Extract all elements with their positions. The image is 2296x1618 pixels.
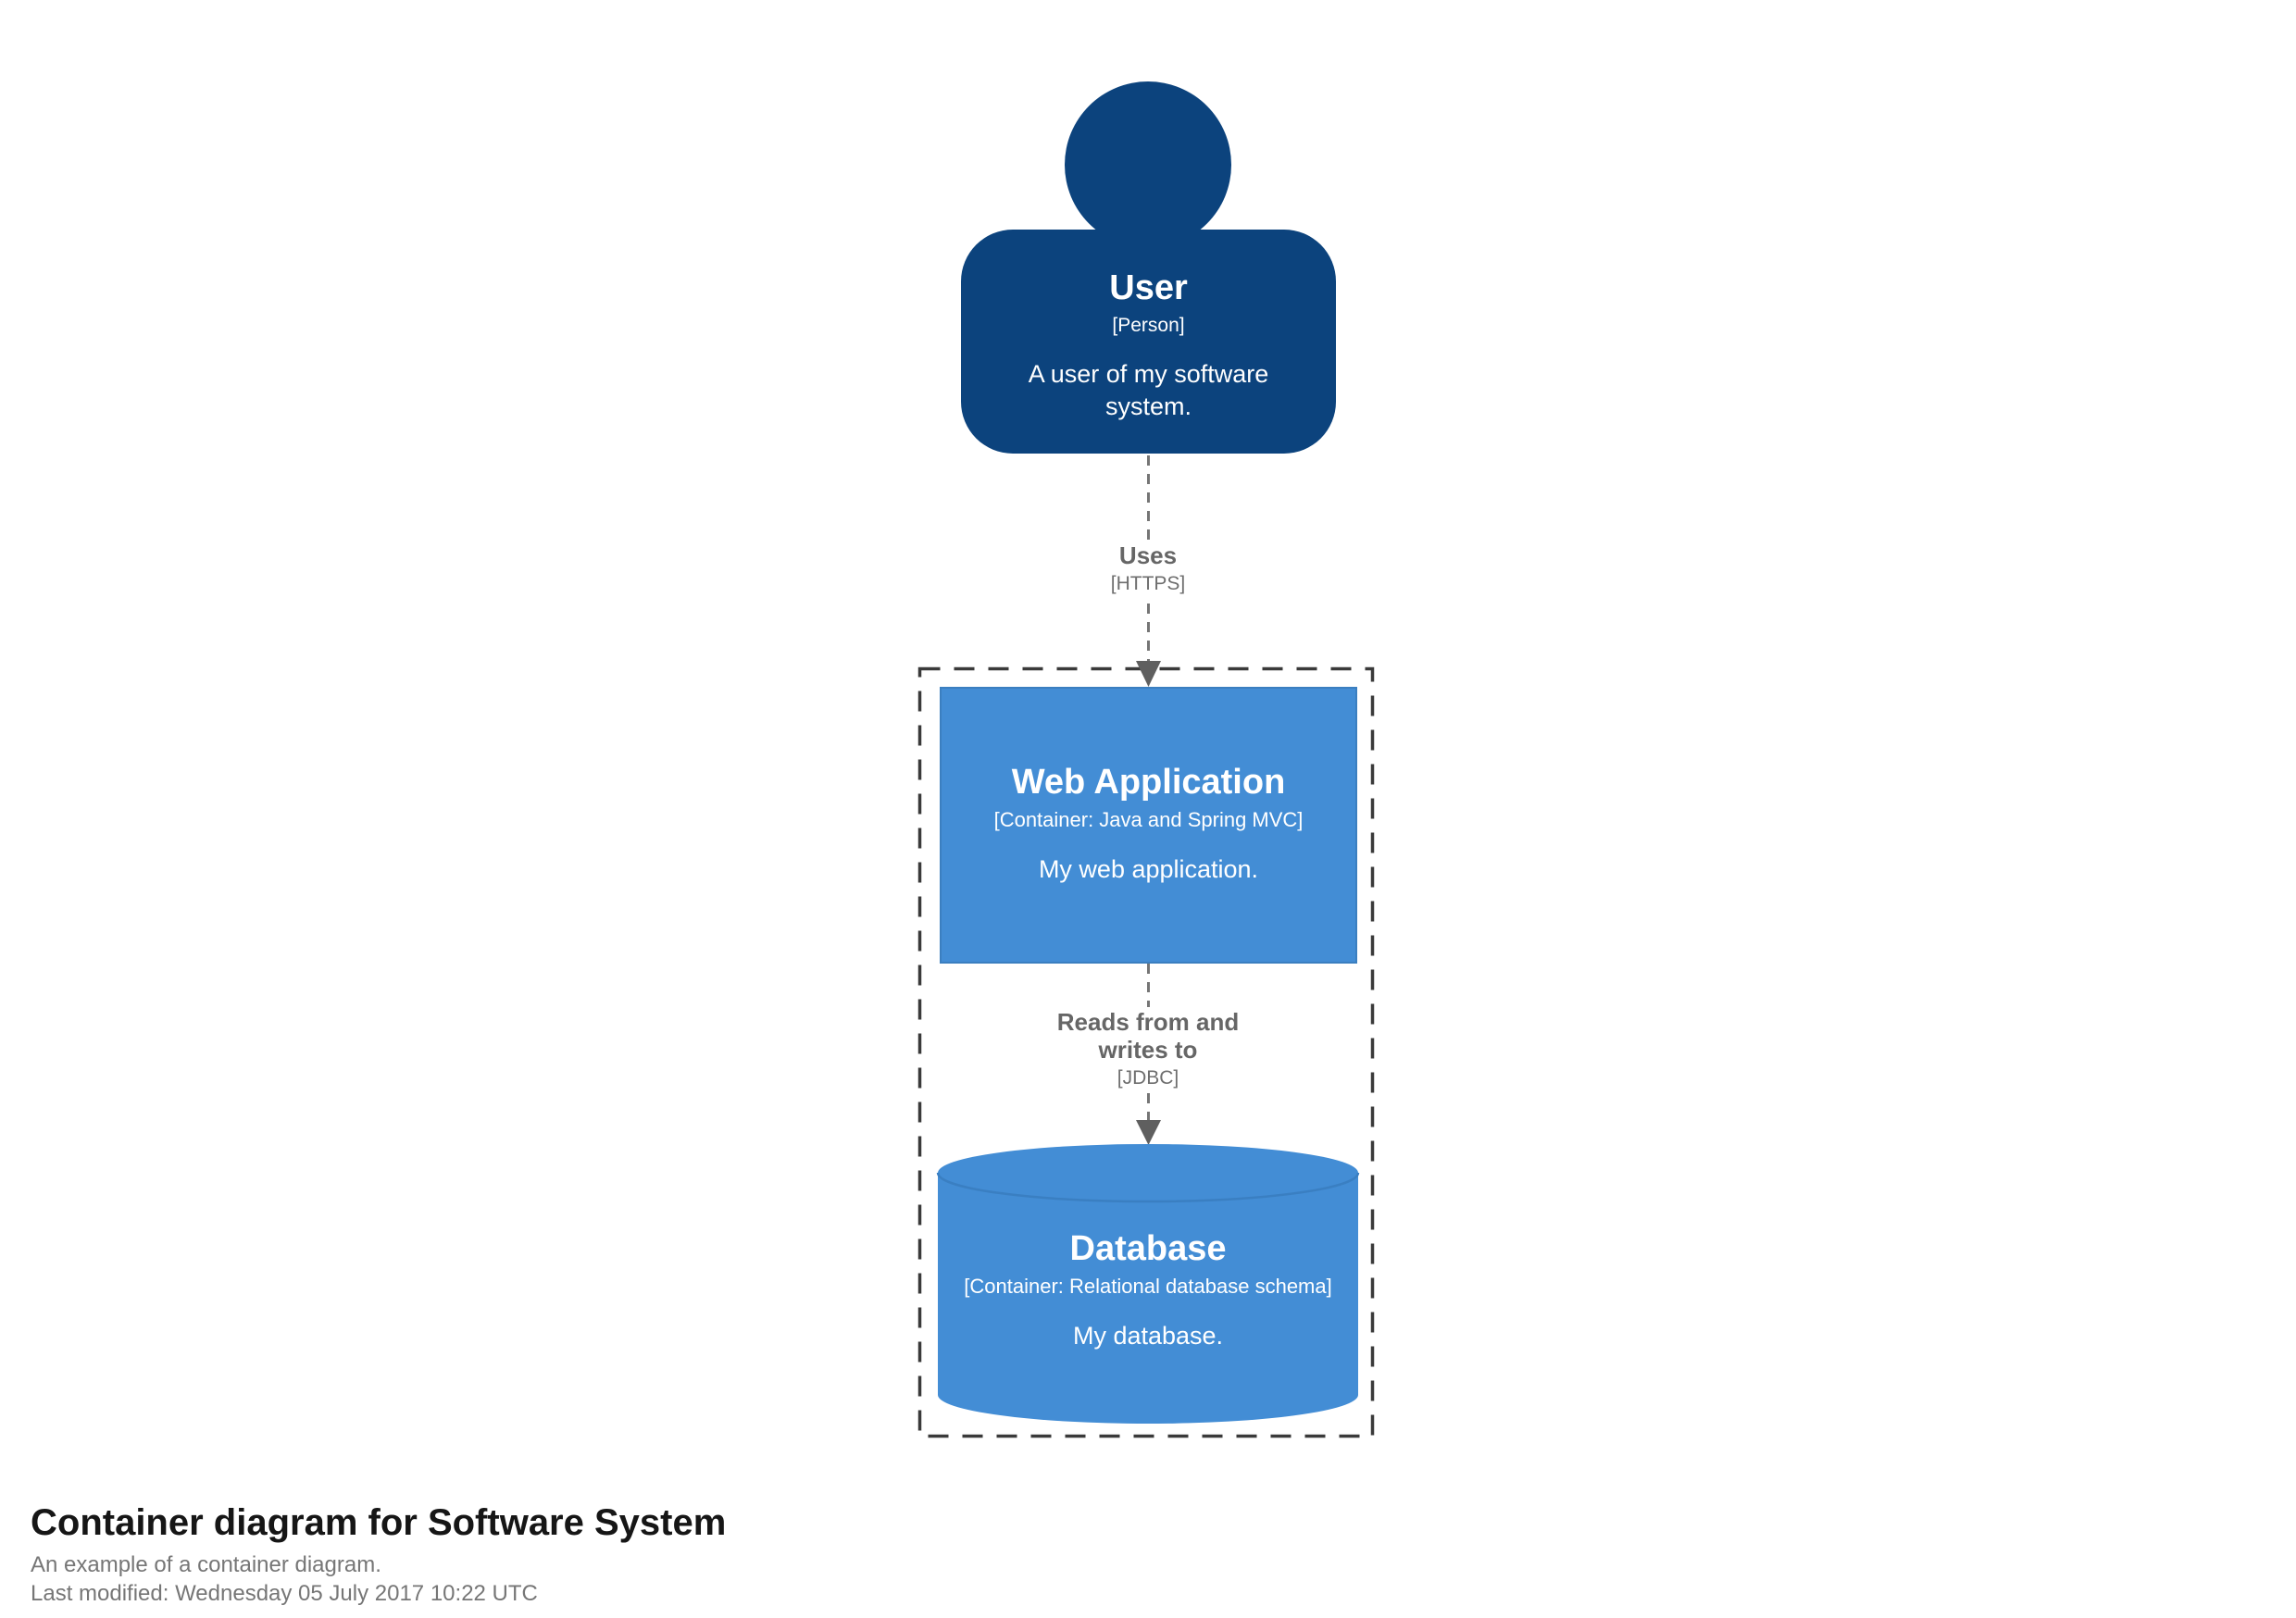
relationship-text: Reads from and writes to — [1056, 1008, 1240, 1064]
diagram-footer: Container diagram for Software System An… — [31, 1501, 726, 1608]
container-name: Web Application — [1011, 763, 1286, 803]
database-cylinder-body — [938, 1144, 1358, 1424]
relationship-label-reads-writes: Reads from and writes to [JDBC] — [1043, 1007, 1253, 1091]
container-web-application-node[interactable]: Web Application [Container: Java and Spr… — [940, 687, 1357, 964]
database-cylinder[interactable] — [936, 1144, 1360, 1424]
container-description: My database. — [1072, 1321, 1224, 1350]
arrowhead-down-icon — [1136, 661, 1161, 687]
person-description: A user of my software system. — [1028, 359, 1269, 420]
software-system-boundary — [917, 666, 1375, 1438]
database-cylinder-top-arc — [936, 1172, 1360, 1203]
diagram-title: Container diagram for Software System — [31, 1502, 727, 1543]
container-meta: [Container: Relational database schema] — [964, 1274, 1332, 1298]
container-description: My web application. — [1038, 855, 1259, 884]
diagram-subtitle: An example of a container diagram. — [31, 1552, 381, 1577]
arrowhead-down-icon — [1136, 1120, 1161, 1145]
person-head-icon — [1065, 81, 1231, 248]
person-meta: [Person] — [1112, 314, 1185, 336]
relationship-label-uses: Uses [HTTPS] — [1101, 541, 1195, 597]
relationship-technology: [HTTPS] — [1110, 572, 1186, 594]
relationship-text: Uses — [1118, 541, 1178, 569]
container-meta: [Container: Java and Spring MVC] — [993, 808, 1304, 832]
diagram-last-modified: Last modified: Wednesday 05 July 2017 10… — [31, 1580, 538, 1606]
person-body: User [Person] A user of my software syst… — [961, 230, 1336, 454]
container-database-node[interactable]: Database [Container: Relational database… — [938, 1194, 1358, 1388]
container-name: Database — [1069, 1228, 1227, 1268]
relationship-technology: [JDBC] — [1117, 1066, 1179, 1089]
person-name: User — [1109, 268, 1188, 307]
